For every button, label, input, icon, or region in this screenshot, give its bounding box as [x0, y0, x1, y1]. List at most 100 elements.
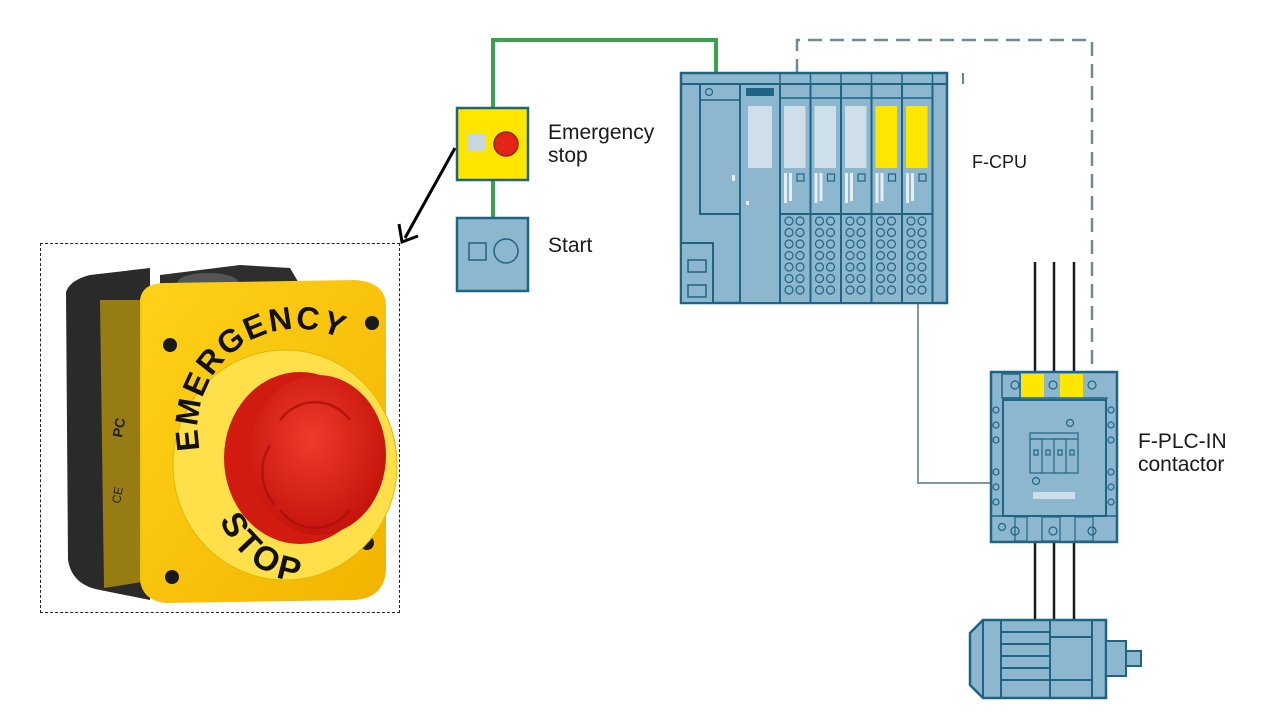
terminal-hole: [845, 285, 855, 295]
label-emergency-stop-text: Emergency stop: [548, 121, 655, 168]
terminal-hole: [875, 227, 886, 238]
terminal-hole: [886, 227, 897, 238]
terminal-hole: [917, 216, 927, 226]
terminal-hole: [784, 239, 794, 249]
terminal-hole: [845, 273, 855, 284]
contactor-top-terminals: [1001, 373, 1108, 399]
terminal-hole: [814, 216, 825, 226]
mushroom-button-top: [250, 375, 386, 535]
module-label-area: [875, 106, 897, 168]
terminal-hole: [886, 239, 897, 249]
label-start: Start: [548, 234, 593, 257]
terminal-hole: [906, 262, 916, 272]
terminal-hole: [784, 273, 794, 284]
zoom-arrow: [397, 147, 457, 245]
terminal-hole: [825, 216, 836, 226]
terminal-hole: [886, 285, 897, 295]
terminal-hole: [845, 262, 855, 272]
terminal-hole: [814, 239, 825, 249]
terminal-hole: [886, 216, 897, 226]
terminal-hole: [875, 250, 886, 261]
terminal-hole: [825, 273, 836, 284]
twist-release-arrows: [261, 401, 351, 529]
terminal-hole: [845, 239, 855, 249]
terminal-hole: [856, 285, 866, 295]
terminal-hole: [906, 273, 916, 284]
terminal-hole: [856, 273, 866, 284]
terminal-hole: [784, 285, 794, 295]
label-f-cpu: F-CPU: [972, 152, 1027, 172]
terminal-hole: [795, 227, 805, 238]
terminal-hole: [917, 250, 927, 261]
terminal-hole: [795, 285, 805, 295]
terminal-hole: [814, 262, 825, 272]
contactor-aux-switch-block: [1029, 432, 1079, 474]
pc-mark: PC: [109, 417, 128, 439]
terminal-hole: [875, 239, 886, 249]
terminal-hole: [856, 239, 866, 249]
terminal-hole: [814, 285, 825, 295]
terminal-hole: [825, 262, 836, 272]
terminal-hole: [917, 285, 927, 295]
terminal-hole: [784, 216, 794, 226]
power-lines-top: [1033, 262, 1076, 372]
terminal-hole: [845, 250, 855, 261]
terminal-hole: [886, 262, 897, 272]
terminal-hole: [917, 273, 927, 284]
terminal-hole: [856, 262, 866, 272]
contactor-side-terminals: [992, 406, 1115, 506]
dashed-feedback-wire: [795, 38, 1094, 372]
estop-red-button: [493, 131, 519, 157]
terminal-hole: [784, 227, 794, 238]
terminal-hole: [917, 262, 927, 272]
terminal-hole: [875, 285, 886, 295]
terminal-hole: [825, 227, 836, 238]
terminal-hole: [795, 250, 805, 261]
terminal-hole: [906, 227, 916, 238]
module-label-area: [845, 106, 867, 168]
terminal-hole: [795, 216, 805, 226]
terminal-hole: [875, 262, 886, 272]
terminal-hole: [825, 250, 836, 261]
terminal-hole: [917, 227, 927, 238]
module-label-area: [784, 106, 806, 168]
label-contactor: F-PLC-IN contactor: [1138, 430, 1238, 476]
power-lines-bottom: [1033, 542, 1076, 620]
emergency-stop-photo-frame: [40, 243, 400, 613]
estop-indicator-square: [468, 134, 485, 151]
terminal-hole: [795, 273, 805, 284]
terminal-hole: [906, 239, 916, 249]
terminal-hole: [845, 216, 855, 226]
contactor-label-plate: [1033, 492, 1075, 499]
green-wire: [491, 38, 718, 108]
terminal-hole: [906, 285, 916, 295]
terminal-hole: [784, 250, 794, 261]
terminal-hole: [814, 250, 825, 261]
terminal-hole: [886, 273, 897, 284]
terminal-hole: [875, 216, 886, 226]
terminal-hole: [784, 262, 794, 272]
contactor-bottom-terminals: [991, 515, 1117, 542]
terminal-hole: [856, 250, 866, 261]
terminal-hole: [917, 239, 927, 249]
terminal-hole: [795, 262, 805, 272]
label-contactor-text: F-PLC-IN contactor: [1138, 430, 1227, 477]
terminal-hole: [856, 227, 866, 238]
motor-shaft: [1125, 650, 1142, 667]
terminal-hole: [825, 239, 836, 249]
terminal-hole: [825, 285, 836, 295]
signal-wire: [917, 303, 991, 484]
ce-mark: CE: [109, 486, 126, 505]
terminal-hole: [814, 273, 825, 284]
terminal-hole: [814, 227, 825, 238]
label-emergency-stop: Emergency stop: [548, 121, 678, 167]
terminal-hole: [856, 216, 866, 226]
terminal-hole: [906, 216, 916, 226]
